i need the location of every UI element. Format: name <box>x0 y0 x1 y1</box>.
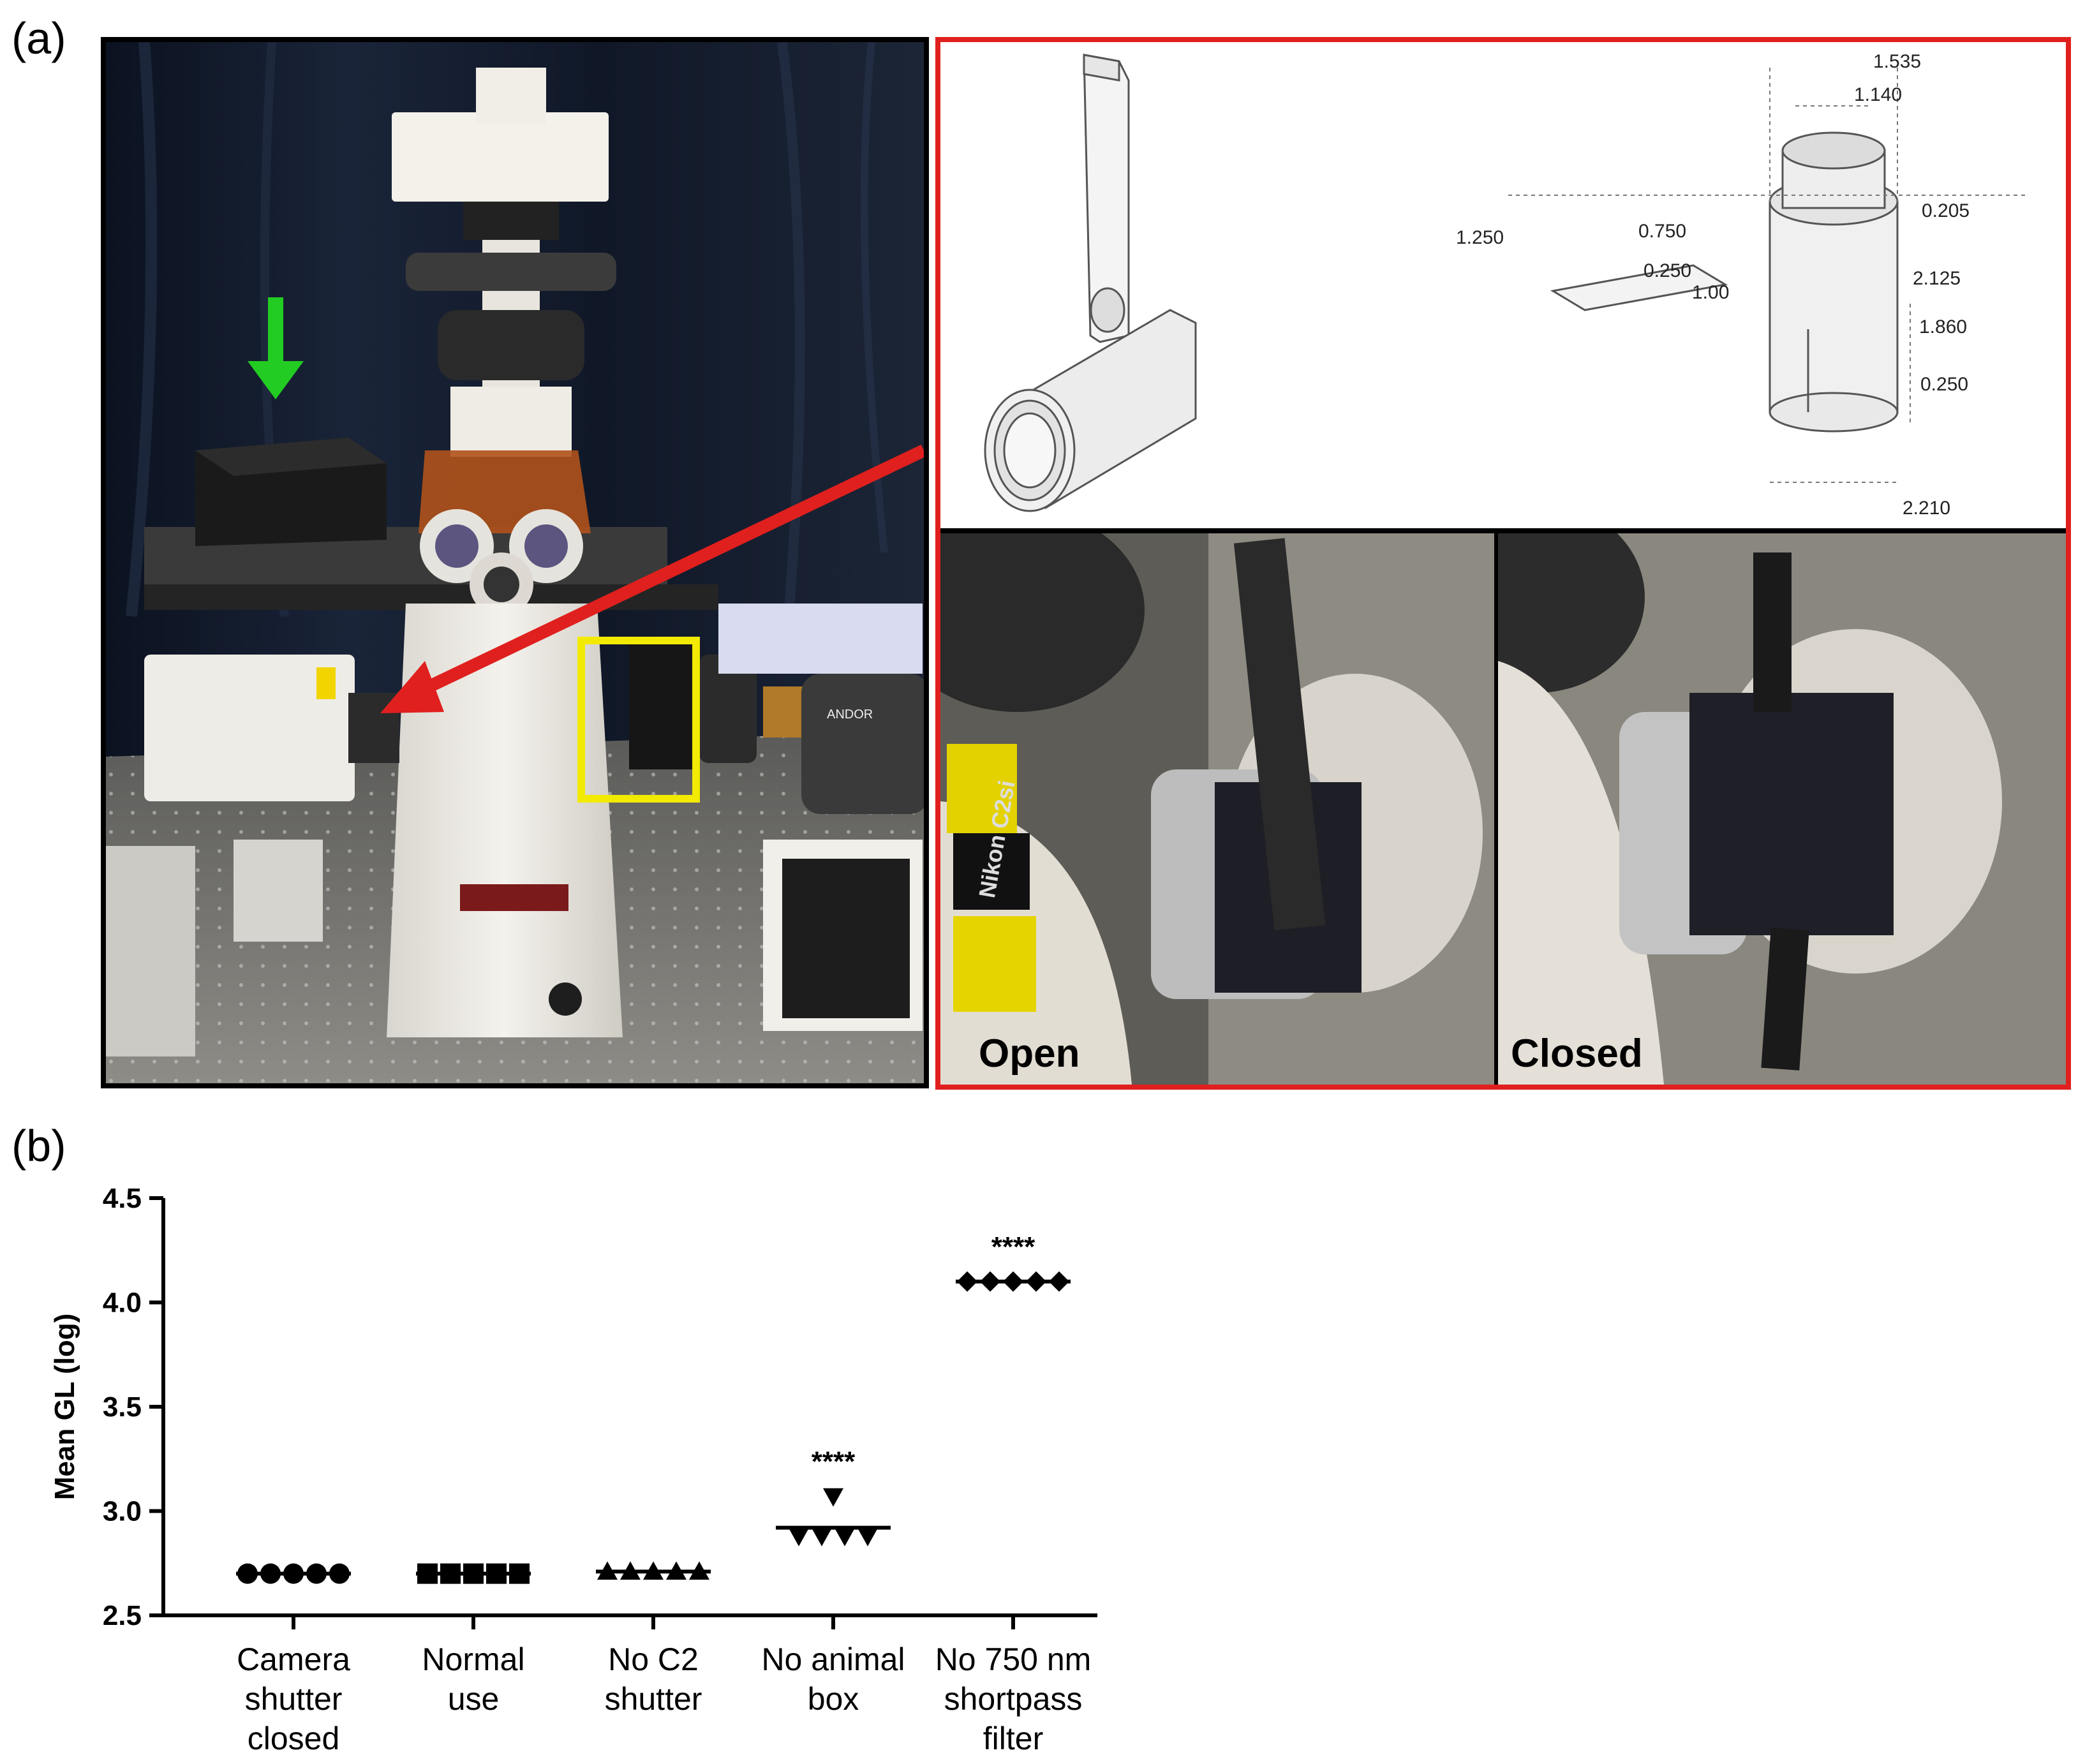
dim-1250: 1.250 <box>1456 227 1504 248</box>
dim-2210: 2.210 <box>1903 498 1951 519</box>
yellow-highlight-box <box>577 637 700 803</box>
dim-1860: 1.860 <box>1919 316 1968 337</box>
microscope-illustration: ANDOR <box>106 42 924 1083</box>
y-tick-label: 2.5 <box>103 1600 142 1631</box>
x-category-label: No animal <box>761 1642 905 1677</box>
x-category-label: box <box>808 1681 859 1717</box>
cad-drawing: 1.535 1.140 0.205 1.250 0.750 0.250 1.00… <box>940 42 2066 528</box>
y-tick-label: 3.0 <box>103 1496 142 1527</box>
x-category-label: No 750 nm <box>935 1642 1092 1677</box>
panel-b-label: (b) <box>11 1121 66 1171</box>
data-point <box>812 1527 832 1546</box>
inset-divider <box>940 528 2066 533</box>
panel-a-label: (a) <box>11 13 66 63</box>
y-tick-label: 4.5 <box>103 1183 142 1214</box>
andor-camera-label: ANDOR <box>827 708 873 722</box>
dim-1140: 1.140 <box>1854 84 1903 105</box>
x-category-label: shortpass <box>944 1681 1083 1717</box>
data-point <box>823 1488 843 1507</box>
shutter-closed-photo: Closed <box>1498 533 2066 1085</box>
x-category-label: Normal <box>422 1642 524 1677</box>
dim-0205: 0.205 <box>1922 200 1970 221</box>
significance-stars: **** <box>812 1446 856 1478</box>
shutter-cad-illustration <box>984 54 2025 512</box>
closed-label: Closed <box>1511 1032 1643 1076</box>
y-tick-label: 4.0 <box>103 1287 142 1319</box>
dim-2125: 2.125 <box>1913 268 1961 289</box>
microscope-setup-photo: ANDOR <box>101 37 929 1088</box>
x-category-label: closed <box>248 1721 340 1756</box>
chart-axes <box>149 1196 1097 1629</box>
x-category-label: No C2 <box>608 1642 699 1677</box>
significance-stars: **** <box>991 1231 1035 1263</box>
open-label: Open <box>979 1032 1080 1076</box>
y-tick-label: 3.5 <box>103 1391 142 1423</box>
x-category-label: use <box>448 1681 500 1717</box>
photo-separator <box>1494 533 1498 1085</box>
data-point <box>789 1527 809 1546</box>
shutter-detail-inset: 1.535 1.140 0.205 1.250 0.750 0.250 1.00… <box>935 37 2071 1090</box>
dim-0250-top: 0.250 <box>1644 260 1692 281</box>
dim-0750: 0.750 <box>1638 221 1687 242</box>
x-category-label: filter <box>983 1721 1043 1756</box>
dim-1535: 1.535 <box>1873 51 1922 72</box>
chart-marks <box>236 1271 1071 1584</box>
shutter-open-photo: Nikon C2si Open <box>940 533 1494 1085</box>
dim-0250-bottom: 0.250 <box>1920 374 1969 395</box>
x-category-label: shutter <box>605 1681 702 1717</box>
dim-100: 1.00 <box>1692 282 1730 303</box>
open-shutter-illustration: Nikon C2si <box>940 533 1494 1085</box>
y-axis-title: Mean GL (log) <box>49 1314 80 1501</box>
closed-shutter-illustration <box>1498 533 2066 1085</box>
x-category-label: shutter <box>245 1681 343 1717</box>
data-point <box>835 1527 855 1546</box>
red-pointer-arrow-icon <box>380 444 924 713</box>
data-point <box>857 1527 878 1546</box>
green-down-arrow-icon <box>248 297 304 399</box>
x-category-label: Camera <box>237 1642 350 1677</box>
